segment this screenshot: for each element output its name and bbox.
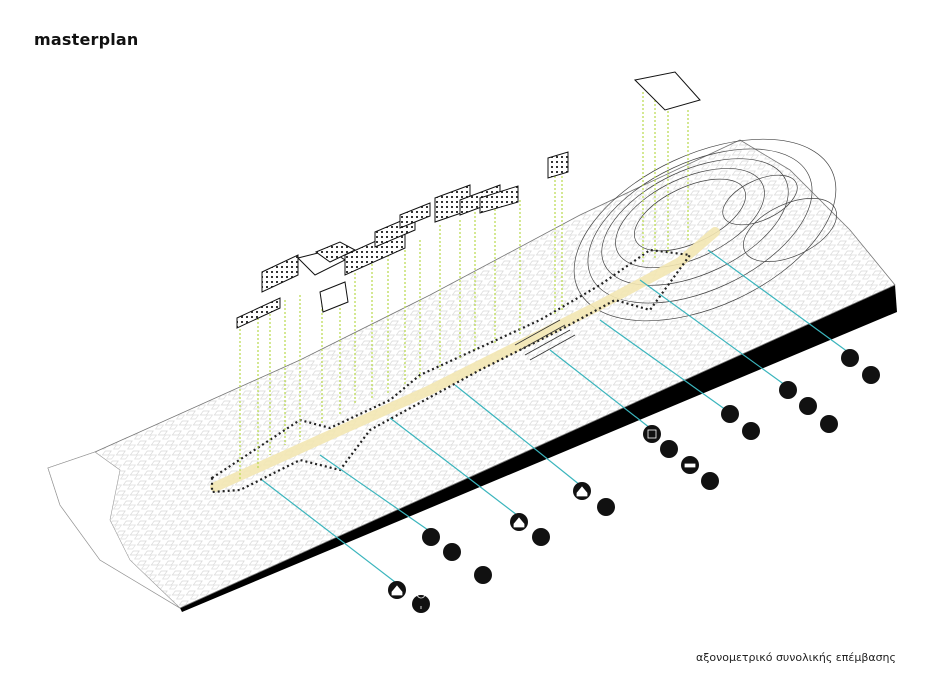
exploded-buildings xyxy=(236,71,701,329)
theatre-masks-icon xyxy=(422,528,440,546)
building-block xyxy=(399,202,431,229)
swimmer-icon xyxy=(779,381,797,399)
tree-icon xyxy=(820,415,838,433)
building-block xyxy=(479,185,519,214)
building-block xyxy=(261,254,299,293)
tree-icon xyxy=(799,397,817,415)
coastline xyxy=(47,451,181,609)
badge-group-7 xyxy=(779,381,838,433)
tree-icon xyxy=(416,589,426,609)
house-icon xyxy=(513,517,525,528)
badge-glyphs xyxy=(391,429,696,609)
swimmer-icon xyxy=(841,349,859,367)
building-block xyxy=(236,297,281,329)
museum-icon xyxy=(443,543,461,561)
tree-icon xyxy=(412,595,430,613)
building-block xyxy=(547,151,569,179)
house-icon xyxy=(391,585,403,596)
tree-icon xyxy=(532,528,550,546)
tree-icon xyxy=(597,498,615,516)
tree-icon xyxy=(742,422,760,440)
building-block xyxy=(319,281,349,313)
badge-group-2 xyxy=(422,528,492,584)
tree-icon xyxy=(474,566,492,584)
hill-contours xyxy=(573,138,837,322)
diagram-title: masterplan xyxy=(34,30,139,49)
badge-group-5 xyxy=(643,425,719,490)
badge-group-3 xyxy=(510,513,550,546)
terrain-slab-side xyxy=(180,285,897,612)
tree-icon xyxy=(862,366,880,384)
building-icon xyxy=(643,425,661,443)
lock-icon xyxy=(660,440,678,458)
diagram-caption: αξονομετρικό συνολικής επέμβασης xyxy=(695,651,896,664)
bed-icon xyxy=(684,463,696,468)
building-icon xyxy=(647,429,657,439)
tree-icon xyxy=(721,405,739,423)
badge-group-6 xyxy=(721,405,760,440)
main-route xyxy=(210,227,720,492)
badge-group-4 xyxy=(573,482,615,516)
leader-lines xyxy=(261,249,849,583)
building-block xyxy=(633,71,701,111)
central-plaza xyxy=(514,319,576,361)
badge-group-8 xyxy=(841,349,880,384)
house-icon xyxy=(576,486,588,497)
building-guides xyxy=(239,92,689,480)
tree-icon xyxy=(701,472,719,490)
